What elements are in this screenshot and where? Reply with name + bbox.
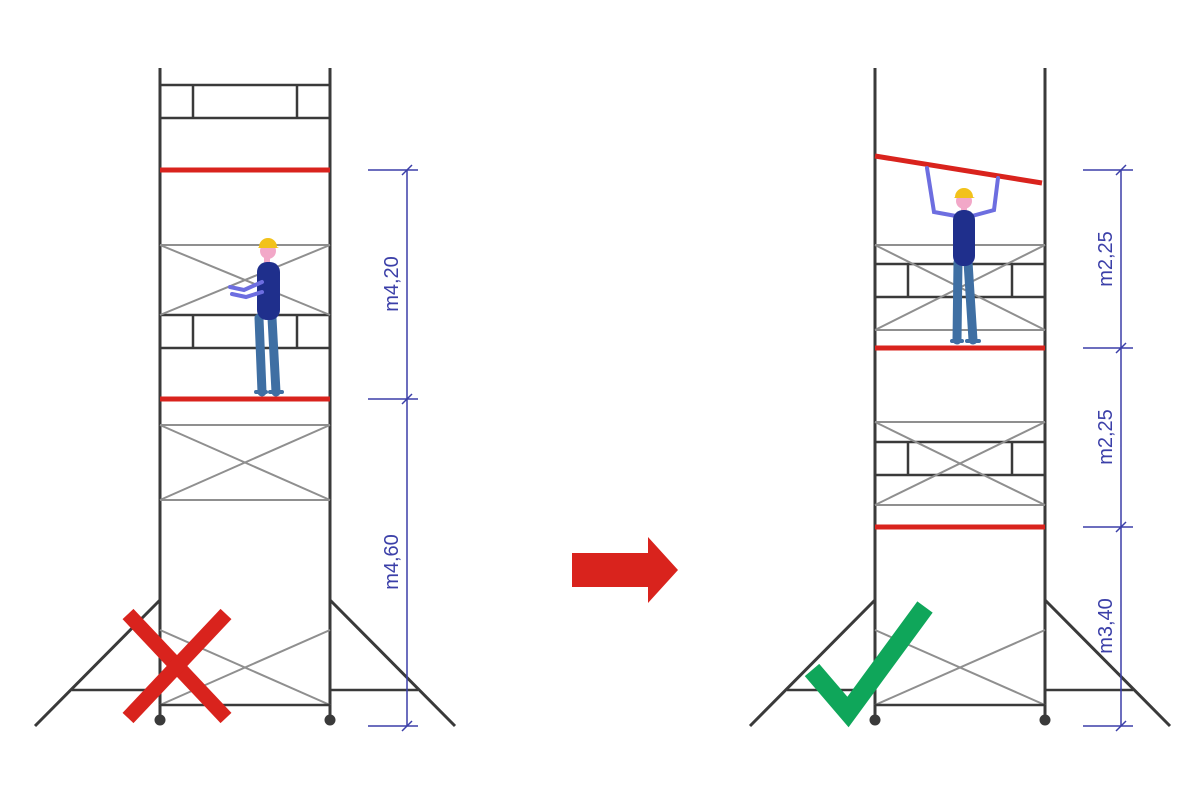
right-outrigger-right bbox=[1043, 598, 1172, 728]
right-scaffold: m2,25 m2,25 m3,40 bbox=[748, 68, 1172, 732]
right-outrigger-left bbox=[748, 598, 877, 728]
right-worker bbox=[925, 166, 1000, 345]
left-dimension-upper: m4,20 bbox=[381, 256, 403, 312]
check-icon bbox=[804, 601, 933, 728]
right-guardrail-tilted bbox=[874, 153, 1043, 186]
left-dimension-lower: m4,60 bbox=[381, 534, 403, 590]
arrow-right-icon bbox=[572, 537, 678, 603]
right-dimension-line bbox=[1083, 164, 1133, 732]
left-worker bbox=[228, 238, 284, 397]
right-dimension-top: m2,25 bbox=[1095, 231, 1117, 287]
right-dimension-bottom: m3,40 bbox=[1095, 598, 1117, 654]
right-dimension-middle: m2,25 bbox=[1095, 409, 1117, 465]
left-outrigger-right bbox=[328, 598, 457, 728]
cross-icon bbox=[122, 608, 232, 724]
left-dimension-line bbox=[368, 164, 418, 732]
left-scaffold: m4,20 m4,60 bbox=[33, 68, 457, 732]
